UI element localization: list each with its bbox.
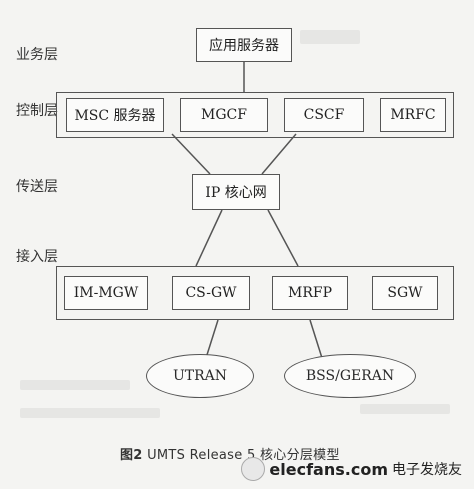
layer-label-transport: 传送层 [16, 179, 58, 195]
caption-text: UMTS Release 5 核心分层模型 [147, 448, 340, 463]
layer-label-control: 控制层 [16, 103, 58, 119]
node-utran: UTRAN [146, 354, 254, 398]
node-mrfc: MRFC [380, 98, 446, 132]
node-cs-gw: CS-GW [172, 276, 250, 310]
node-im-mgw: IM-MGW [64, 276, 148, 310]
node-cscf: CSCF [284, 98, 364, 132]
node-sgw: SGW [372, 276, 438, 310]
access-layer-frame [56, 266, 454, 320]
line-ip-to-csgw [195, 209, 223, 267]
elecfans-logo-icon [241, 457, 266, 481]
line-cscf-to-ip [261, 133, 297, 175]
control-layer-frame [56, 92, 454, 138]
caption-figure-number: 图2 [120, 448, 143, 463]
line-access-to-utran [205, 319, 219, 359]
figure-caption: 图2 UMTS Release 5 核心分层模型 [120, 444, 340, 463]
watermark-cn: 电子发烧友 [392, 462, 462, 478]
node-bss-geran: BSS/GERAN [284, 354, 416, 398]
node-mgcf: MGCF [180, 98, 268, 132]
line-mgcf-to-ip [171, 133, 211, 175]
watermark-site: elecfans.com [269, 459, 388, 479]
node-mrfp: MRFP [272, 276, 348, 310]
line-ip-to-mrfp [267, 209, 299, 267]
node-app-server: 应用服务器 [196, 28, 292, 62]
scan-smudge [20, 380, 130, 390]
layer-label-access: 接入层 [16, 249, 58, 265]
scan-smudge [20, 408, 160, 418]
scan-smudge [300, 30, 360, 44]
scan-smudge [360, 404, 450, 414]
line-access-to-bss [309, 319, 323, 359]
node-msc-server: MSC 服务器 [66, 98, 164, 132]
watermark: elecfans.com 电子发烧友 [241, 457, 462, 481]
node-ip-core: IP 核心网 [192, 174, 280, 210]
layer-label-service: 业务层 [16, 47, 58, 63]
